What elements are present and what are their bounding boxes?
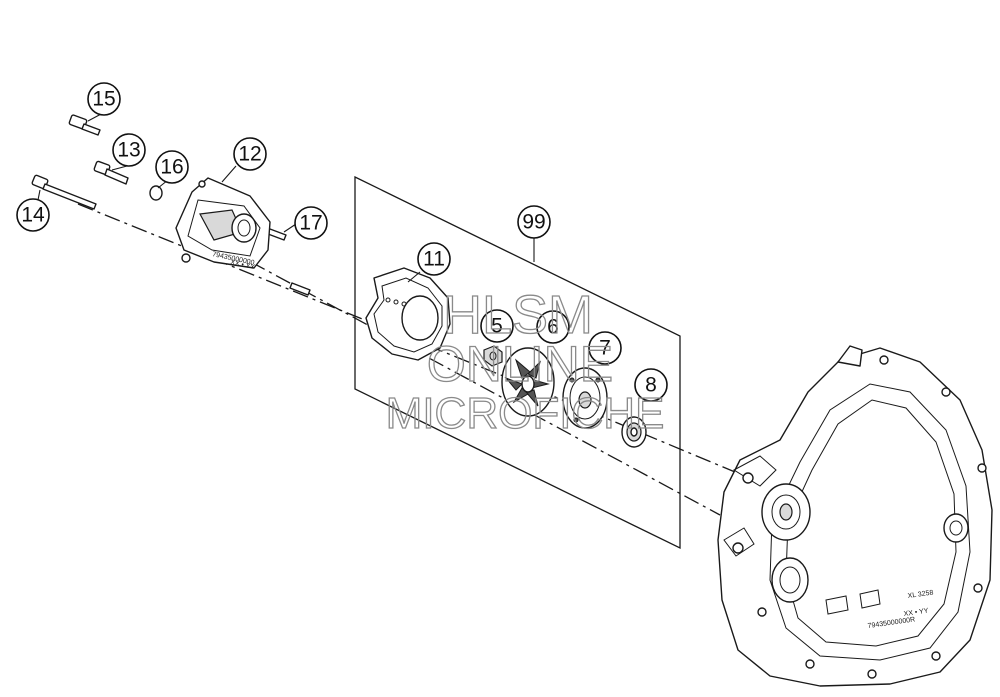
case-mark: XL 3258 [907, 589, 934, 600]
leader-13 [111, 165, 128, 171]
callout-7: 7 [588, 331, 622, 365]
callout-5: 5 [480, 309, 514, 343]
gasket-11 [365, 267, 451, 361]
leader-14 [37, 189, 41, 201]
callout-16-label: 16 [160, 156, 183, 179]
leader-12 [221, 165, 237, 183]
bolt-14 [31, 174, 97, 210]
clutch-cover-case: 79435000000R XX • YY XL 3258 [717, 345, 993, 687]
callout-17-label: 17 [299, 212, 322, 235]
bolt-13 [93, 160, 129, 185]
watermark-line-1: HLSM [443, 285, 593, 345]
callout-99-label: 99 [522, 211, 545, 234]
watermark-line-3: MICROFICHE [386, 389, 665, 438]
callout-6-label: 6 [547, 316, 559, 339]
callout-7-label: 7 [599, 337, 611, 360]
callout-12-label: 12 [238, 143, 261, 166]
bolt-15 [68, 114, 101, 136]
callout-14: 14 [16, 198, 50, 232]
assembly-axis-line [77, 203, 736, 473]
impeller-6 [501, 347, 555, 417]
callout-12: 12 [233, 137, 267, 171]
callout-11-label: 11 [423, 248, 445, 271]
kit-99-outline [354, 175, 681, 550]
washer-16 [149, 185, 163, 201]
callout-13: 13 [112, 133, 146, 167]
callout-6: 6 [536, 310, 570, 344]
leader-17 [283, 223, 297, 233]
callout-99: 99 [517, 205, 551, 239]
water-pump-cover-12: 79435000000 XX • YY [175, 177, 271, 271]
callout-16: 16 [155, 150, 189, 184]
callout-8: 8 [634, 368, 668, 402]
dowel-pin-lower [289, 282, 311, 296]
callout-8-label: 8 [645, 374, 657, 397]
callout-15: 15 [87, 82, 121, 116]
callout-5-label: 5 [491, 315, 503, 338]
callout-14-label: 14 [21, 204, 45, 227]
leader-11 [407, 271, 421, 283]
callout-11: 11 [417, 242, 451, 276]
nut-5 [483, 345, 503, 367]
case-date-code: XX • YY [903, 608, 929, 618]
callout-17: 17 [294, 206, 328, 240]
bearing-8 [621, 416, 647, 448]
callout-15-label: 15 [92, 88, 115, 111]
seal-disc-7 [562, 367, 608, 429]
watermark-line-2: ONLINE [427, 336, 613, 392]
callout-13-label: 13 [117, 139, 140, 162]
